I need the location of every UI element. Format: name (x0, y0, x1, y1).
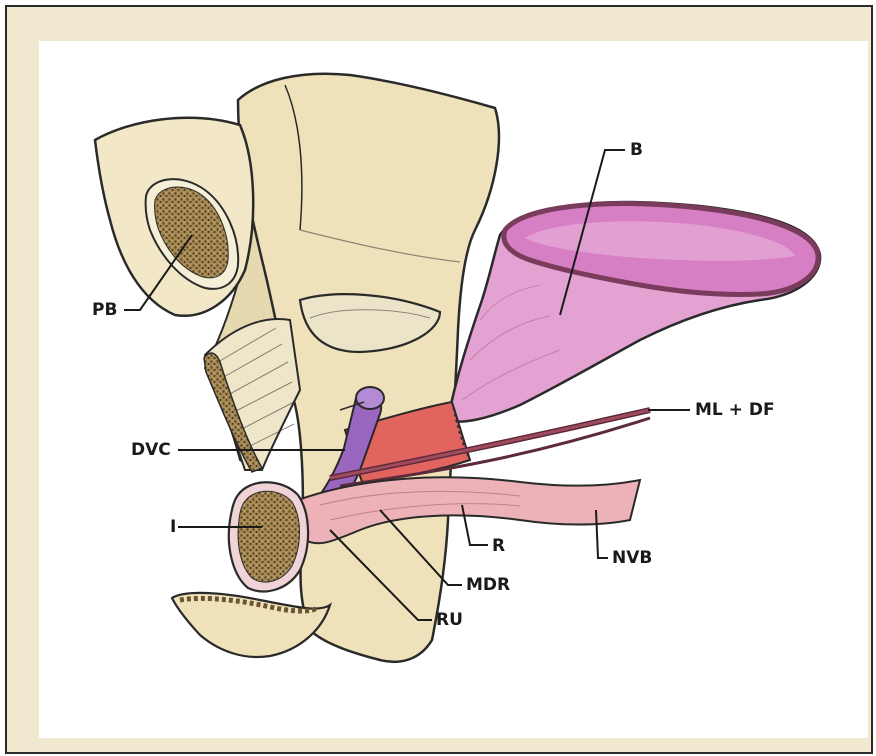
label-ru: RU (436, 610, 463, 630)
label-i: I (170, 517, 176, 537)
label-pb: PB (92, 300, 117, 320)
label-nvb: NVB (612, 548, 652, 568)
rectum (298, 477, 640, 543)
label-r: R (492, 536, 505, 556)
label-dvc: DVC (131, 440, 171, 460)
label-mdr: MDR (466, 575, 510, 595)
label-b: B (630, 140, 643, 160)
label-ml-df: ML + DF (695, 400, 775, 420)
